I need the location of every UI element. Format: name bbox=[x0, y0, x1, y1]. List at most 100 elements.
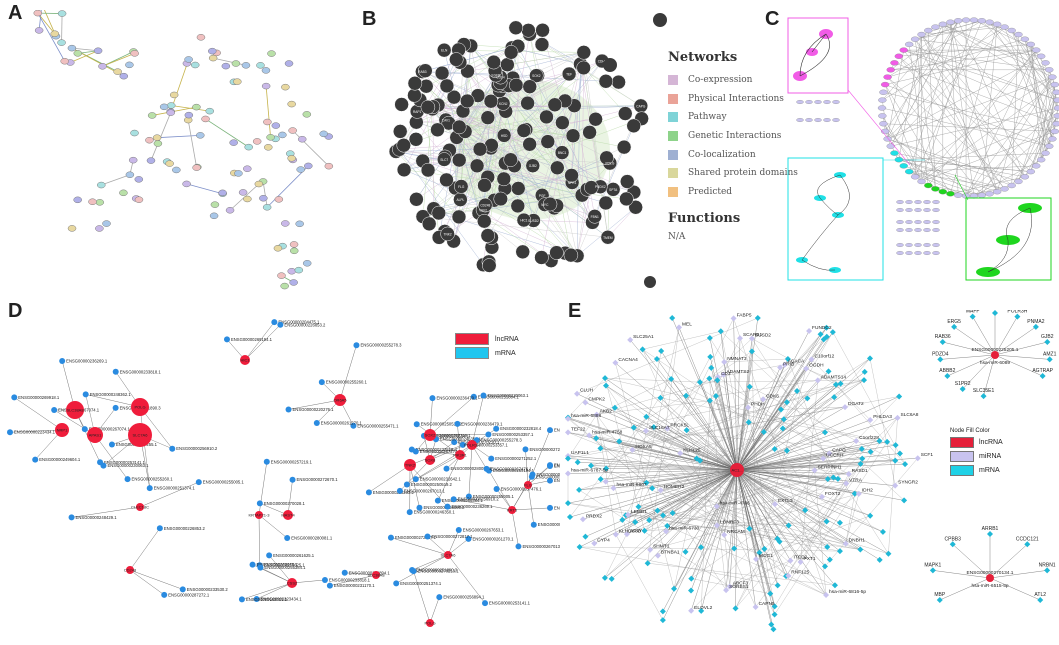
edge bbox=[987, 207, 1032, 273]
edge bbox=[567, 400, 710, 418]
edge bbox=[259, 503, 289, 516]
edge bbox=[642, 349, 738, 471]
legend-label: mRNA bbox=[495, 349, 516, 357]
edge bbox=[908, 20, 959, 172]
edge bbox=[567, 503, 664, 516]
mrna-node bbox=[616, 438, 623, 445]
edge bbox=[736, 396, 900, 471]
edge bbox=[736, 359, 812, 471]
panel-e-network: hsa-miR-4706KLHDC8BFOXT2SLC16A7LONRF3CLU… bbox=[565, 310, 1057, 633]
mrna-node bbox=[857, 546, 864, 553]
mrna-node bbox=[565, 500, 571, 507]
edge bbox=[673, 469, 738, 589]
mrna-node bbox=[669, 315, 676, 321]
node bbox=[796, 100, 804, 104]
mrna-label: ENSG00000251374.1 bbox=[154, 486, 196, 491]
ring-node bbox=[938, 189, 947, 195]
gene-node bbox=[576, 45, 592, 60]
gene-node bbox=[510, 198, 526, 214]
edge bbox=[921, 49, 1037, 182]
gene-node bbox=[125, 171, 135, 178]
gene-node bbox=[261, 67, 271, 74]
gene-node bbox=[221, 62, 231, 70]
edge bbox=[213, 57, 247, 66]
mrna-node bbox=[949, 541, 956, 548]
ring-node bbox=[1000, 24, 1009, 30]
edge bbox=[579, 489, 730, 587]
mrna-node bbox=[654, 507, 661, 514]
edge bbox=[415, 444, 473, 480]
gene-node bbox=[486, 54, 501, 70]
edge bbox=[736, 469, 849, 475]
mrna-node bbox=[81, 426, 88, 433]
edge bbox=[528, 30, 563, 153]
gene-node bbox=[146, 157, 156, 164]
gene-node bbox=[274, 196, 284, 203]
mrna-label: ENSG00000255278.3 bbox=[481, 438, 523, 443]
networks-title: Networks bbox=[668, 50, 738, 65]
mrna-node bbox=[802, 507, 809, 514]
edge bbox=[962, 354, 996, 390]
mrna-label: ENSG00000232818.4 bbox=[416, 447, 458, 452]
ring-node bbox=[1032, 163, 1041, 169]
gene-node bbox=[446, 89, 462, 105]
gene-node-label: ELN bbox=[441, 49, 448, 53]
mrna-node bbox=[745, 419, 752, 426]
edge bbox=[416, 147, 492, 200]
mrna-label: ENSG00000253141.1 bbox=[489, 601, 531, 606]
mrna-node bbox=[713, 522, 720, 529]
edge bbox=[666, 448, 862, 532]
edge bbox=[427, 536, 449, 556]
gene-node bbox=[508, 20, 524, 36]
gene-node bbox=[436, 42, 452, 58]
mrna-node bbox=[256, 500, 263, 507]
legend-item: Physical Interactions bbox=[668, 90, 808, 109]
hub-label: hsa-miR-6515-5p bbox=[971, 583, 1008, 589]
edge bbox=[399, 149, 573, 183]
gene-node bbox=[603, 58, 617, 72]
panel-label-c: C bbox=[765, 8, 780, 30]
gene-node bbox=[287, 155, 296, 162]
edge bbox=[720, 331, 775, 607]
mrna-node bbox=[885, 550, 892, 557]
gene-node bbox=[241, 62, 251, 69]
edge bbox=[615, 362, 675, 589]
mrna-node bbox=[771, 611, 778, 618]
gene-node bbox=[271, 122, 281, 129]
edge bbox=[736, 339, 824, 471]
edge bbox=[576, 317, 758, 394]
node-label: ORAI2 bbox=[987, 310, 1002, 311]
mrna-node bbox=[784, 355, 791, 362]
mrna-node bbox=[1046, 356, 1053, 363]
edge bbox=[266, 165, 309, 208]
gene-node bbox=[93, 47, 103, 55]
edge bbox=[567, 417, 846, 544]
mrna-node bbox=[602, 478, 609, 485]
ring-node bbox=[1053, 105, 1059, 111]
node bbox=[923, 220, 931, 224]
functions-value: N/A bbox=[668, 232, 686, 243]
node-label: RNF125 bbox=[791, 570, 809, 576]
lncrna-node bbox=[87, 427, 103, 443]
mrna-node bbox=[1044, 567, 1051, 574]
node bbox=[805, 100, 813, 104]
ring-node bbox=[985, 191, 994, 197]
edge bbox=[627, 469, 738, 516]
edge bbox=[921, 20, 975, 182]
mrna-node bbox=[412, 476, 419, 483]
edge bbox=[567, 417, 653, 489]
gene-node bbox=[460, 93, 475, 109]
edge bbox=[832, 332, 906, 465]
edge bbox=[909, 44, 1058, 101]
edges bbox=[567, 317, 918, 630]
gene-node bbox=[145, 136, 154, 144]
mrna-node bbox=[836, 548, 843, 555]
node bbox=[896, 251, 904, 255]
gene-node bbox=[644, 276, 656, 288]
edge bbox=[567, 432, 861, 550]
gene-node bbox=[482, 258, 497, 273]
mrna-node bbox=[936, 597, 943, 603]
edge bbox=[605, 469, 738, 482]
gene-node bbox=[50, 30, 60, 37]
mrna-node bbox=[859, 455, 866, 462]
